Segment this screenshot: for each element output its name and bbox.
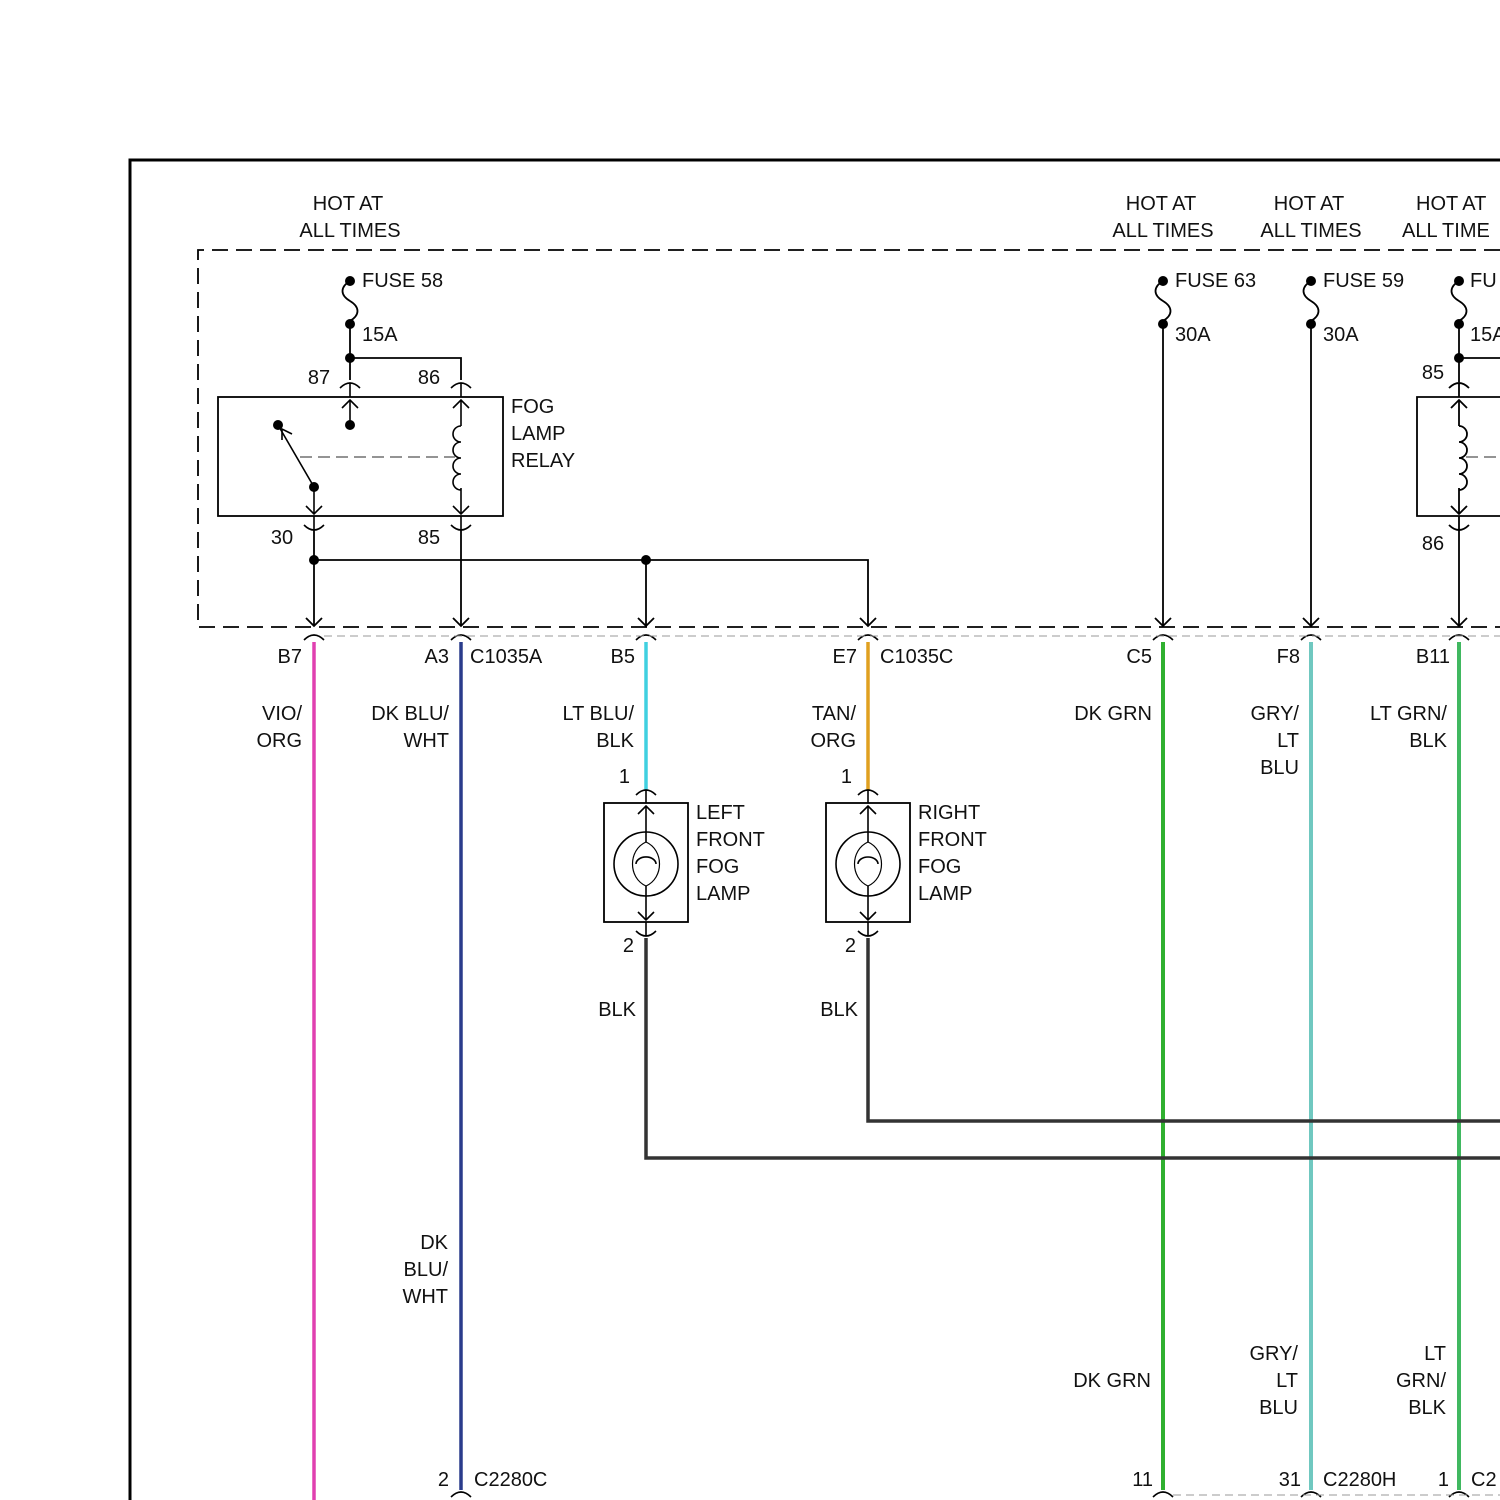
c2280h-pin-11: 11 [1132,1469,1153,1491]
hot-label-mid1-line2: ALL TIMES [1112,220,1213,242]
fuse-relay-box [198,250,1500,627]
connector-c2280h: C2280H [1323,1469,1396,1491]
label-dk-grn-lower: DK GRN [1073,1370,1151,1392]
label-dk-blu-wht-lower-1: DK [420,1232,448,1254]
relay-label-line3: RELAY [511,450,575,472]
fuse-58-symbol [343,281,358,321]
connector-c1035a: C1035A [470,646,543,668]
right-relay-pin-86: 86 [1422,533,1444,555]
left-lamp-pin-1: 1 [619,766,630,788]
left-lamp-label-1: LEFT [696,802,745,824]
relay-pin-86: 86 [418,367,440,389]
label-vio-org-1: VIO/ [262,703,302,725]
label-tan-org-1: TAN/ [812,703,857,725]
right-relay-pin-85: 85 [1422,362,1444,384]
relay-pin-30: 30 [271,527,293,549]
connector-c2280c: C2280C [474,1469,547,1491]
relay-label-line1: FOG [511,396,554,418]
right-lamp-label-1: RIGHT [918,802,980,824]
fuse-63-rating: 30A [1175,324,1211,346]
right-lamp-label-4: LAMP [918,883,972,905]
label-tan-org-2: ORG [810,730,856,752]
fuse-59-name: FUSE 59 [1323,270,1404,292]
right-fuse-name: FU [1470,270,1497,292]
hot-label-left-line2: ALL TIMES [299,220,400,242]
label-lt-grn-blk-lower-3: BLK [1408,1397,1446,1419]
label-dk-grn: DK GRN [1074,703,1152,725]
left-lamp-label-2: FRONT [696,829,765,851]
pin-b7: B7 [278,646,302,668]
label-blk-right: BLK [820,999,858,1021]
pin-f8: F8 [1277,646,1300,668]
hot-label-mid1-line1: HOT AT [1126,193,1196,215]
label-gry-lt-blu-lower-2: LT [1276,1370,1298,1392]
right-lamp-label-3: FOG [918,856,961,878]
label-lt-grn-blk-lower-2: GRN/ [1396,1370,1446,1392]
relay-pin-87: 87 [308,367,330,389]
label-dk-blu-wht-lower-3: WHT [402,1286,448,1308]
c2280h-pin-31: 31 [1279,1469,1301,1491]
hot-label-mid2-line1: HOT AT [1274,193,1344,215]
label-dk-blu-wht-lower-2: BLU/ [404,1259,449,1281]
fuse-59-rating: 30A [1323,324,1359,346]
pin-a3: A3 [425,646,449,668]
left-lamp-pin-2: 2 [623,935,634,957]
label-lt-grn-blk-1: LT GRN/ [1370,703,1447,725]
c2280c-pin: 2 [438,1469,449,1491]
hot-label-mid2-line2: ALL TIMES [1260,220,1361,242]
relay-pin-85: 85 [418,527,440,549]
wire-blk-right [868,938,1500,1121]
label-gry-lt-blu-lower-1: GRY/ [1249,1343,1298,1365]
fuse-58-junction [345,353,355,363]
right-lamp-pin-2: 2 [845,935,856,957]
label-dk-blu-wht-1: DK BLU/ [371,703,449,725]
label-gry-lt-blu-3: BLU [1260,757,1299,779]
fuse-58-rating: 15A [362,324,398,346]
label-blk-left: BLK [598,999,636,1021]
label-vio-org-2: ORG [256,730,302,752]
pin-c5: C5 [1126,646,1152,668]
label-gry-lt-blu-lower-3: BLU [1259,1397,1298,1419]
hot-label-right-line2: ALL TIME [1402,220,1490,242]
connector-c1035c: C1035C [880,646,953,668]
label-gry-lt-blu-1: GRY/ [1250,703,1299,725]
right-lamp-label-2: FRONT [918,829,987,851]
label-dk-blu-wht-2: WHT [403,730,449,752]
label-lt-grn-blk-lower-1: LT [1424,1343,1446,1365]
wire-blk-left [646,938,1500,1158]
diagram-frame [130,160,1500,1500]
left-lamp-label-4: LAMP [696,883,750,905]
right-fog-lamp [826,790,910,936]
hot-label-left-line1: HOT AT [313,193,383,215]
hot-label-right-line1: HOT AT [1416,193,1486,215]
left-fog-lamp [604,790,688,936]
fuse-58-terminal-top [345,276,355,286]
fuse-58-name: FUSE 58 [362,270,443,292]
right-fuse-rating: 15A [1470,324,1500,346]
c2280-pin-1: 1 [1438,1469,1449,1491]
fuse-63-name: FUSE 63 [1175,270,1256,292]
label-lt-blu-blk-1: LT BLU/ [562,703,634,725]
pin-e7: E7 [833,646,857,668]
label-lt-blu-blk-2: BLK [596,730,634,752]
connector-c2-partial: C2 [1471,1469,1497,1491]
left-lamp-label-3: FOG [696,856,739,878]
label-gry-lt-blu-2: LT [1277,730,1299,752]
relay-label-line2: LAMP [511,423,565,445]
pin-b11: B11 [1416,646,1450,668]
right-lamp-pin-1: 1 [841,766,852,788]
pin-b5: B5 [611,646,635,668]
label-lt-grn-blk-2: BLK [1409,730,1447,752]
